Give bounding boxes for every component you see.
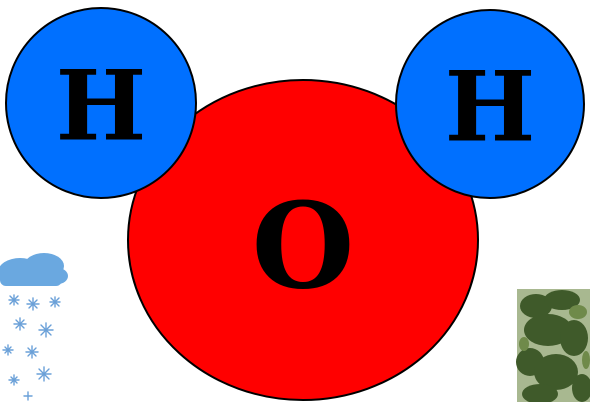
oxygen-label: O bbox=[252, 177, 355, 316]
hydrogen-atom-right: H bbox=[396, 10, 584, 198]
hydrogen-label-left: H bbox=[56, 50, 147, 163]
snow-cloud-icon bbox=[0, 253, 68, 400]
hydrogen-atom-left: H bbox=[6, 8, 196, 198]
hydrogen-label-right: H bbox=[445, 51, 536, 164]
tree-photo bbox=[516, 289, 590, 402]
